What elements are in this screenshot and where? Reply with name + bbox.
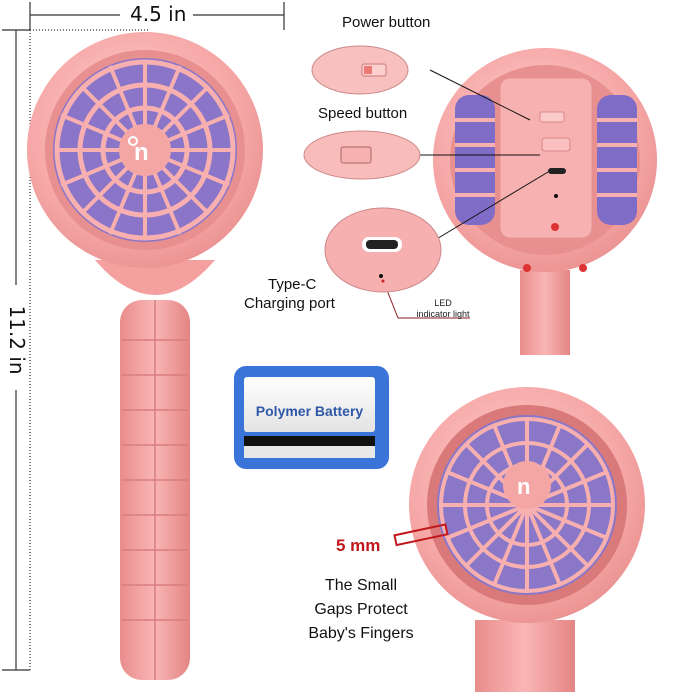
safety-line3: Baby's Fingers (308, 625, 414, 642)
fan-back-view (433, 48, 657, 355)
svg-text:n: n (517, 474, 530, 499)
typec-label-line2: Charging port (244, 295, 335, 312)
svg-text:n: n (134, 139, 149, 166)
led-label-line2: indicator light (416, 309, 470, 319)
led-label: LED indicator light (408, 298, 478, 320)
speed-button-closeup (303, 130, 421, 180)
typec-label-line1: Type-C (268, 276, 317, 293)
power-button-label: Power button (342, 14, 431, 31)
gap-size-label: 5 mm (336, 536, 381, 555)
fan-gap-detail: n (393, 387, 645, 692)
height-label: 11.2 in (5, 305, 29, 375)
speed-button-label: Speed button (318, 105, 408, 122)
typec-port-closeup (324, 207, 442, 293)
safety-line2: Gaps Protect (314, 601, 408, 618)
battery-badge (234, 366, 389, 469)
callout-lines (420, 69, 549, 241)
width-label: 4.5 in (130, 2, 187, 26)
width-dimension (29, 2, 285, 31)
fan-front-view: n (27, 32, 263, 680)
safety-line1: The Small (324, 577, 398, 594)
battery-label: Polymer Battery (255, 403, 364, 419)
safety-text: The Small Gaps Protect Baby's Fingers (296, 574, 426, 646)
power-button-closeup (311, 45, 409, 95)
led-label-line1: LED (434, 298, 452, 308)
height-dimension (2, 29, 31, 671)
